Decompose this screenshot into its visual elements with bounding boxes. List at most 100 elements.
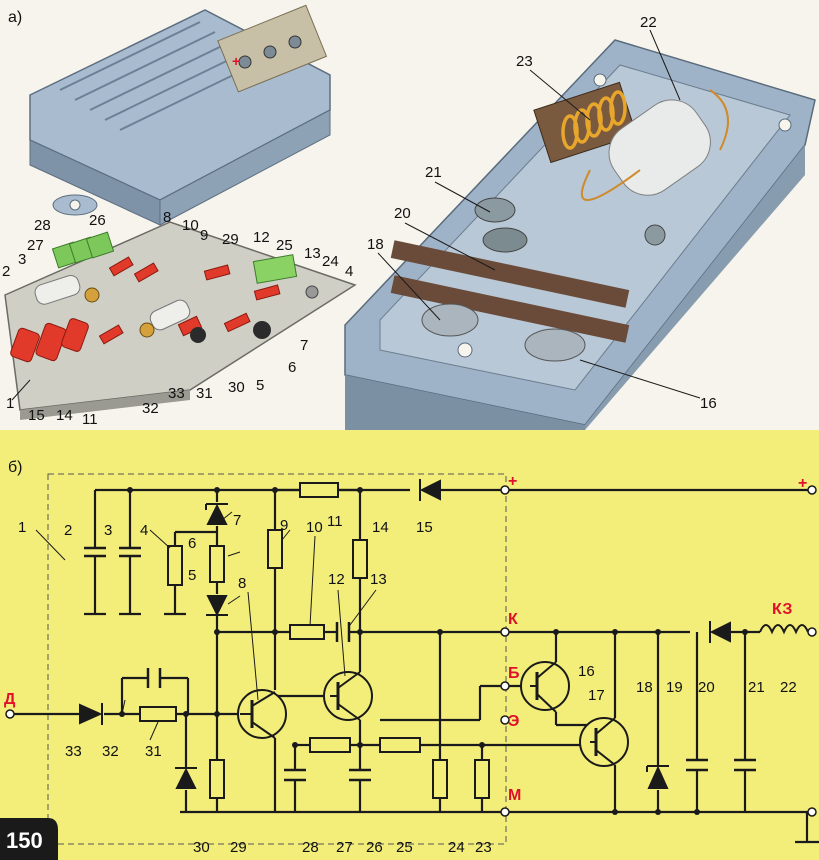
label-25: 25 bbox=[396, 839, 413, 856]
callout-11: 11 bbox=[82, 411, 98, 428]
callout-22: 23 bbox=[516, 53, 533, 70]
label-22: 22 bbox=[780, 679, 797, 696]
page-number-badge: 150 bbox=[0, 818, 58, 860]
label-28: 28 bbox=[302, 839, 319, 856]
label-30: 30 bbox=[193, 839, 210, 856]
label-27: 27 bbox=[336, 839, 353, 856]
board-outline bbox=[47, 473, 507, 845]
callout-28: 28 bbox=[34, 217, 51, 234]
callout-14: 14 bbox=[56, 407, 73, 424]
terminal-d: Д bbox=[4, 691, 16, 708]
label-5: 5 bbox=[188, 567, 196, 584]
callout-5: 5 bbox=[256, 377, 264, 394]
heatsink-cover: + bbox=[29, 4, 331, 226]
callout-8: 8 bbox=[163, 209, 171, 226]
callout-18: 20 bbox=[394, 205, 411, 222]
callout-32: 33 bbox=[168, 385, 185, 402]
label-24: 24 bbox=[448, 839, 465, 856]
capacitor-21-body bbox=[580, 89, 729, 201]
terminal-plus-in: + bbox=[508, 473, 517, 490]
label-4: 4 bbox=[140, 522, 148, 539]
label-29: 29 bbox=[230, 839, 247, 856]
label-21: 21 bbox=[748, 679, 765, 696]
callout-4: 4 bbox=[345, 263, 353, 280]
circuit-board bbox=[4, 221, 357, 420]
diodes bbox=[79, 479, 731, 789]
inductor-22 bbox=[759, 624, 809, 635]
panel-a-callouts: 2 3 27 28 26 8 10 9 29 12 25 13 24 4 7 6… bbox=[2, 14, 717, 428]
schematic-leader-lines bbox=[35, 511, 377, 741]
label-8: 8 bbox=[238, 575, 246, 592]
transistors bbox=[237, 661, 629, 767]
schematic-background bbox=[0, 430, 819, 860]
panel-b-tag: б) bbox=[8, 459, 23, 476]
callout-1: 1 bbox=[6, 395, 14, 412]
callout-13: 13 bbox=[304, 245, 321, 262]
schematic-labels: 1 2 3 4 5 6 7 8 9 10 11 12 13 14 15 16 1… bbox=[18, 512, 797, 856]
callout-17: 18 bbox=[367, 236, 384, 253]
terminal-k: К bbox=[508, 611, 518, 628]
callout-26: 27 bbox=[27, 237, 44, 254]
transistor-12 bbox=[323, 671, 373, 721]
label-15: 15 bbox=[416, 519, 433, 536]
callout-16: 16 bbox=[700, 395, 717, 412]
panel-a: а) + bbox=[2, 4, 816, 430]
label-33: 33 bbox=[65, 743, 82, 760]
callout-20: 21 bbox=[425, 164, 442, 181]
transistor-8 bbox=[237, 689, 287, 739]
callout-12: 12 bbox=[253, 229, 270, 246]
label-9: 9 bbox=[280, 517, 288, 534]
label-10: 10 bbox=[306, 519, 323, 536]
callout-15: 15 bbox=[28, 407, 45, 424]
callout-25: 25 bbox=[276, 237, 293, 254]
terminal-kz: КЗ bbox=[772, 601, 792, 618]
label-20: 20 bbox=[698, 679, 715, 696]
page-number: 150 bbox=[6, 828, 43, 853]
terminal-e: Э bbox=[508, 713, 519, 730]
label-12: 12 bbox=[328, 571, 345, 588]
label-14: 14 bbox=[372, 519, 389, 536]
label-6: 6 bbox=[188, 535, 196, 552]
callout-9: 9 bbox=[200, 227, 208, 244]
label-7: 7 bbox=[233, 512, 241, 529]
panel-a-tag: а) bbox=[8, 9, 22, 26]
label-17: 17 bbox=[588, 687, 605, 704]
panel-a-leader-lines bbox=[11, 29, 701, 401]
label-1: 1 bbox=[18, 519, 26, 536]
callout-2: 2 bbox=[2, 263, 10, 280]
label-31: 31 bbox=[145, 743, 162, 760]
callout-23: 24 bbox=[322, 253, 339, 270]
terminal-nodes bbox=[5, 485, 817, 817]
callout-10: 10 bbox=[182, 217, 199, 234]
cover-plus-mark: + bbox=[232, 53, 240, 69]
transistor-16 bbox=[520, 661, 570, 713]
label-23: 23 bbox=[475, 839, 492, 856]
callout-7: 7 bbox=[300, 337, 308, 354]
label-32: 32 bbox=[102, 743, 119, 760]
callout-24: 26 bbox=[89, 212, 106, 229]
callout-21: 22 bbox=[640, 14, 657, 31]
label-19: 19 bbox=[666, 679, 683, 696]
open-housing bbox=[344, 39, 816, 430]
callout-3: 3 bbox=[18, 251, 26, 268]
callout-6: 6 bbox=[288, 359, 296, 376]
label-2: 2 bbox=[64, 522, 72, 539]
junction-dots bbox=[119, 487, 748, 815]
terminal-m: М bbox=[508, 787, 521, 804]
terminal-b: Б bbox=[508, 665, 520, 682]
label-13: 13 bbox=[370, 571, 387, 588]
callout-27: 29 bbox=[222, 231, 239, 248]
callout-31: 32 bbox=[142, 400, 159, 417]
resistors bbox=[139, 482, 490, 799]
callout-30: 31 bbox=[196, 385, 213, 402]
panel-b: б) bbox=[0, 430, 819, 860]
terminal-plus-out: + bbox=[798, 475, 807, 492]
label-18: 18 bbox=[636, 679, 653, 696]
label-16: 16 bbox=[578, 663, 595, 680]
label-11: 11 bbox=[327, 513, 343, 530]
label-26: 26 bbox=[366, 839, 383, 856]
label-3: 3 bbox=[104, 522, 112, 539]
capacitors bbox=[84, 546, 756, 782]
transistor-17 bbox=[579, 717, 629, 767]
